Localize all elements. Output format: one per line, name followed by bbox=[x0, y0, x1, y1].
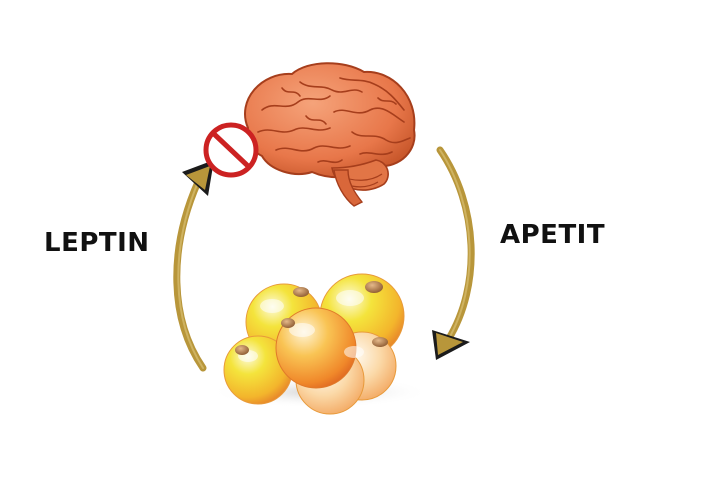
leptin-label: LEPTIN bbox=[44, 228, 150, 258]
fat-cells-icon bbox=[210, 273, 430, 415]
prohibition-sign-icon bbox=[203, 122, 259, 178]
appetite-label: APETIT bbox=[500, 220, 606, 250]
curved-arrow-up-icon bbox=[173, 160, 214, 372]
brain-icon bbox=[244, 62, 416, 207]
curved-arrow-down-icon bbox=[432, 146, 475, 360]
